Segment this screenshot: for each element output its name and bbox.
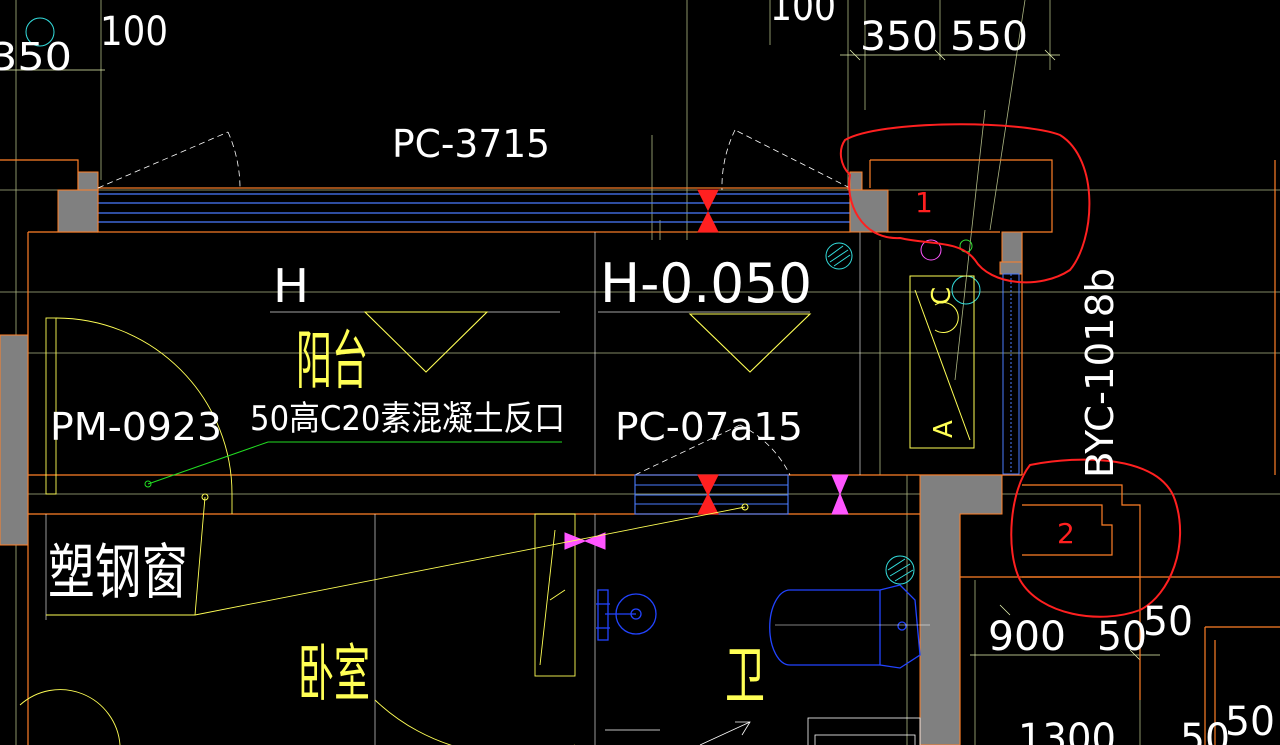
dim-100-left: 100: [100, 9, 168, 55]
basin-fixture-icon: [596, 589, 657, 641]
door-swing-arc-icon: [97, 129, 851, 476]
dim-1300: 1300: [1018, 716, 1116, 745]
pipe-circle-icon: [25, 17, 981, 585]
dim-50-a: 50: [1097, 614, 1147, 660]
red-annotation-circles: [839, 123, 1182, 618]
bathroom-door: [19, 513, 576, 745]
dim-50-c: 50: [1180, 716, 1230, 745]
break-marker-icon: [697, 189, 719, 515]
window-label-top: PC-3715: [392, 122, 550, 166]
dim-900: 900: [988, 614, 1066, 660]
shaft-element: [909, 275, 975, 449]
room-label-bedroom: 卧室: [298, 637, 370, 710]
top-window-band: [97, 187, 851, 233]
vertical-code-label: BYC-1018b: [1078, 268, 1122, 478]
shaft-marker-c: C: [927, 287, 957, 305]
elevation-label-left: H: [273, 259, 309, 313]
dim-350-left: 350: [0, 35, 72, 79]
room-label-balcony: 阳台: [296, 325, 368, 399]
magenta-marker-icon: [564, 474, 849, 550]
fixture-outlines: [605, 717, 921, 745]
dim-50-b: 50: [1143, 599, 1193, 645]
concrete-columns: [0, 171, 1023, 745]
room-label-bathroom: 卫: [725, 639, 765, 712]
toilet-fixture-icon: [769, 584, 930, 669]
door-label-pm: PM-0923: [50, 405, 222, 449]
dim-550-top: 550: [950, 14, 1028, 60]
dim-50-d: 50: [1225, 699, 1275, 745]
annotation-mark-2: 2: [1057, 517, 1075, 550]
annotation-mark-1: 1: [915, 186, 933, 219]
door-pm-swing: [45, 317, 233, 514]
elevation-label-right: H-0.050: [600, 252, 812, 315]
dim-100-top: 100: [770, 0, 836, 30]
window-label-mid: PC-07a15: [615, 405, 803, 449]
elevation-triangle-icon: [363, 311, 812, 373]
shaft-marker-a: A: [929, 420, 959, 438]
sill-note: 50高C20素混凝土反口: [250, 399, 565, 439]
leader-lines: [46, 441, 751, 745]
blue-strip: [1002, 273, 1020, 475]
dim-350-top: 350: [860, 14, 938, 60]
window-material-label: 塑钢窗: [48, 538, 188, 608]
dimension-lines: [0, 49, 1160, 661]
